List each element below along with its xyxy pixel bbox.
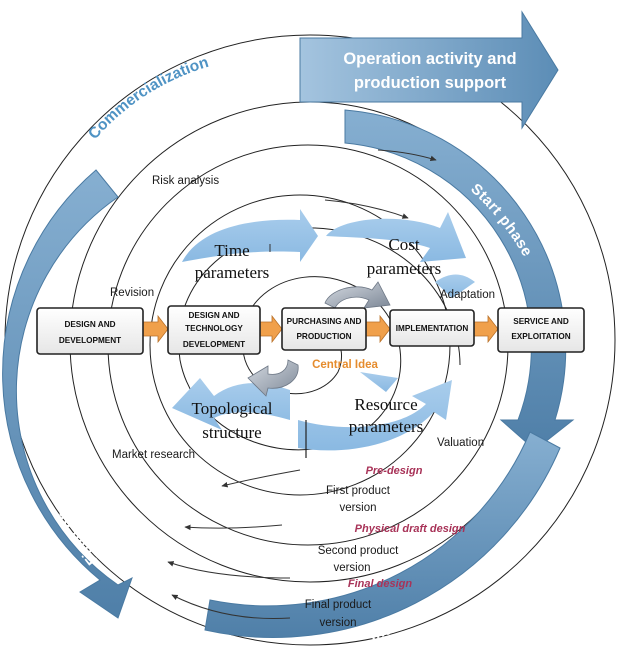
time-flow-arrow — [182, 209, 318, 262]
process-box-design-technology: Design and technology development — [167, 305, 261, 355]
risk-analysis-label: Risk analysis — [152, 175, 219, 187]
grey-arrow-top — [324, 281, 391, 309]
process-box-service-exploitation: Service and exploitation — [497, 307, 585, 353]
arrow-top — [377, 149, 437, 162]
revision-label: Revision — [110, 287, 154, 299]
time-label-line2: parameters — [195, 263, 270, 282]
first-version-line2: version — [339, 502, 376, 514]
cost-label-line2: parameters — [367, 259, 442, 278]
grey-arrow-bottom — [247, 359, 299, 397]
final-version-line2: version — [319, 617, 356, 629]
final-version-line1: Final product — [305, 599, 372, 611]
box3-line1: Purchasing and — [287, 317, 362, 326]
start-phase-arc — [344, 109, 575, 451]
cost-flow-arrow — [326, 212, 466, 262]
cost-tail — [435, 274, 475, 298]
valuation-label: Valuation — [437, 437, 484, 449]
operation-label-line1: Operation activity and — [343, 50, 516, 68]
commercialization-label: Commercialization — [85, 54, 210, 143]
arrow-upper — [324, 199, 409, 219]
market-research-label: Market research — [112, 449, 195, 461]
box5-line1: Service and — [513, 317, 569, 326]
process-box-implementation: Implementation — [389, 309, 475, 347]
connector-3 — [365, 314, 391, 344]
arrow-lower-1 — [221, 469, 301, 488]
operation-arrow — [299, 10, 559, 130]
box2-line2: technology — [185, 324, 243, 333]
resource-flow-arrow — [298, 380, 452, 451]
connector-1 — [142, 314, 169, 344]
box3-line2: production — [296, 332, 351, 341]
box5-line2: exploitation — [511, 332, 570, 341]
resource-tip — [360, 372, 398, 392]
process-box-purchasing-production: Purchasing and production — [281, 307, 367, 351]
topo-label-line1: Topological — [192, 399, 273, 418]
box4-line1: Implementation — [396, 324, 469, 333]
topo-label-line2: structure — [202, 423, 261, 442]
arrow-lower-4 — [171, 594, 291, 619]
central-idea-label: Central Idea — [312, 359, 378, 371]
intermediate-arc — [204, 431, 561, 638]
arrow-lower-3 — [167, 561, 291, 579]
final-design-label: Final design — [348, 578, 412, 590]
box1-line1: Design and — [64, 320, 115, 329]
box1-line2: development — [59, 336, 121, 345]
resource-label-line2: parameters — [349, 417, 424, 436]
second-version-line1: Second product — [318, 545, 399, 557]
box2-line3: development — [183, 340, 245, 349]
box2-line1: Design and — [188, 311, 239, 320]
first-version-line1: First product — [326, 485, 391, 497]
arrow-lower-2 — [184, 524, 283, 531]
connector-2 — [259, 314, 283, 344]
second-version-line2: version — [333, 562, 370, 574]
pre-design-label: Pre-design — [366, 465, 423, 477]
physical-draft-label: Physical draft design — [355, 523, 466, 535]
time-label-line1: Time — [214, 241, 249, 260]
cost-label-line1: Cost — [388, 235, 419, 254]
adaptation-label: Adaptation — [440, 289, 495, 301]
final-phase-arc — [2, 169, 133, 619]
process-box-design-development: Design and development — [36, 307, 144, 355]
operation-label-line2: production support — [354, 74, 507, 92]
connector-4 — [473, 314, 499, 344]
resource-label-line1: Resource — [354, 395, 417, 414]
